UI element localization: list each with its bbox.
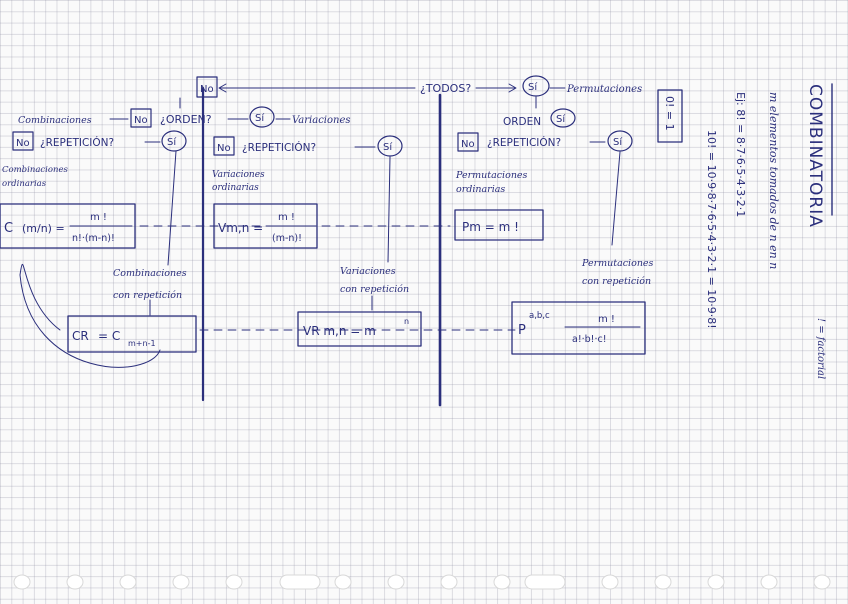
- perm-rep-lhs: P: [518, 323, 526, 338]
- formula-box-perm-rep: [511, 301, 646, 355]
- combinaciones-label: Combinaciones: [18, 115, 92, 126]
- si-label-rep-2: Sí: [383, 141, 393, 153]
- si-circle-rep-right: [607, 130, 633, 152]
- var-rep-exponent: n: [404, 317, 409, 326]
- comb-rep-label-1: Combinaciones: [113, 268, 187, 279]
- perm-rep-den: a!·b!·c!: [572, 334, 607, 345]
- connector: [387, 156, 391, 263]
- orden-question-left: ¿ORDEN?: [160, 113, 212, 126]
- hole-icon: [119, 574, 137, 590]
- perm-ord-label-1: Permutaciones: [455, 170, 528, 181]
- permutaciones-label: Permutaciones: [566, 84, 642, 95]
- formula-box-var-rep: [297, 311, 422, 347]
- no-label-rep-2: No: [217, 143, 231, 154]
- no-label-orden: No: [134, 115, 148, 126]
- formula-box-var-ord: [213, 203, 318, 249]
- no-box-orden: [130, 108, 152, 128]
- page-title: COMBINATORIA: [805, 84, 825, 228]
- hole-icon: [707, 574, 725, 590]
- hole-icon: [225, 574, 243, 590]
- si-circle-orden-right: [550, 108, 576, 128]
- comb-rep-rhs: = C: [98, 329, 120, 343]
- arrowhead-icon: [218, 83, 227, 93]
- hole-icon: [440, 574, 458, 590]
- arrowhead-icon: [508, 83, 517, 93]
- var-ord-den: (m-n)!: [272, 233, 302, 244]
- perm-rep-label-1: Permutaciones: [581, 258, 654, 269]
- note-line-2: Ej: 8! = 8·7·6·5·4·3·2·1: [734, 92, 747, 217]
- si-circle-rep-1: [161, 130, 187, 152]
- note-line-3: 10! = 10·9·8·7·6·5·4·3·2·1 = 10·9·8!: [705, 130, 718, 329]
- hole-icon: [279, 574, 321, 590]
- no-box-rep-1: [12, 131, 34, 151]
- binder-holes: [13, 574, 831, 590]
- si-label-orden-right: Sí: [556, 113, 566, 125]
- variaciones-label: Variaciones: [292, 115, 351, 126]
- no-box-rep-right: [457, 132, 479, 152]
- hole-icon: [13, 574, 31, 590]
- hole-icon: [66, 574, 84, 590]
- orden-right: ORDEN: [503, 116, 541, 128]
- hole-icon: [654, 574, 672, 590]
- note-line-1: m elementos tomados de n en n: [767, 92, 780, 269]
- formula-box-comb-ord: [0, 203, 136, 249]
- var-rep-label-2: con repetición: [340, 284, 409, 295]
- zero-factorial: 0! = 1: [663, 96, 676, 131]
- connector: [611, 151, 621, 246]
- perm-rep-sup: a,b,c: [529, 311, 550, 321]
- no-box-top: [196, 76, 218, 98]
- formula-box-perm-ord: [454, 209, 544, 241]
- comb-ord-mid: (m/n) =: [22, 222, 65, 235]
- si-label-top: Sí: [528, 81, 538, 93]
- perm-ord-formula: Pm = m !: [462, 220, 519, 234]
- hole-icon: [760, 574, 778, 590]
- no-label-rep-right: No: [461, 139, 475, 150]
- no-label-top: No: [200, 84, 214, 95]
- repeticion-question-right: ¿REPETICIÓN?: [487, 136, 561, 149]
- si-label-rep-right: Sí: [613, 136, 623, 148]
- comb-ord-label-1: Combinaciones: [2, 165, 68, 175]
- no-box-rep-2: [213, 136, 235, 156]
- hole-icon: [387, 574, 405, 590]
- comb-ord-lhs: C: [4, 221, 13, 236]
- hole-icon: [334, 574, 352, 590]
- var-rep-formula: VR m,n = m: [303, 324, 376, 338]
- hole-icon: [172, 574, 190, 590]
- comb-rep-sub: m+n-1: [128, 339, 156, 348]
- todos-question: ¿TODOS?: [420, 82, 471, 95]
- no-label-rep-1: No: [16, 138, 30, 149]
- var-rep-label-1: Variaciones: [340, 266, 396, 277]
- comb-ord-den: n!·(m-n)!: [72, 233, 115, 244]
- hole-icon: [524, 574, 566, 590]
- factorial-note: ! = factorial: [815, 318, 826, 379]
- var-ord-lhs: Vm,n =: [218, 221, 263, 235]
- var-ord-label-1: Variaciones: [212, 170, 265, 180]
- si-circle-top: [522, 75, 550, 97]
- repeticion-question-1: ¿REPETICIÓN?: [40, 136, 114, 149]
- comb-rep-label-2: con repetición: [113, 290, 182, 301]
- comb-ord-label-2: ordinarias: [2, 179, 47, 189]
- formula-box-comb-rep: [67, 315, 197, 353]
- hole-icon: [493, 574, 511, 590]
- si-label-orden: Sí: [255, 112, 265, 124]
- connector: [167, 150, 177, 266]
- hole-icon: [813, 574, 831, 590]
- si-circle-orden: [249, 106, 275, 128]
- si-label-rep-1: Sí: [167, 136, 177, 148]
- var-ord-label-2: ordinarias: [212, 183, 259, 193]
- perm-rep-label-2: con repetición: [582, 276, 651, 287]
- var-ord-num: m !: [278, 212, 295, 223]
- si-circle-rep-2: [377, 135, 403, 157]
- hole-icon: [601, 574, 619, 590]
- formula-box-zero-fact: [657, 89, 683, 143]
- comb-rep-lhs: CR: [72, 329, 89, 343]
- perm-ord-label-2: ordinarias: [456, 184, 505, 195]
- curved-arrow: [19, 263, 161, 368]
- perm-rep-num: m !: [598, 314, 615, 325]
- repeticion-question-2: ¿REPETICIÓN?: [242, 141, 316, 154]
- comb-ord-num: m !: [90, 212, 107, 223]
